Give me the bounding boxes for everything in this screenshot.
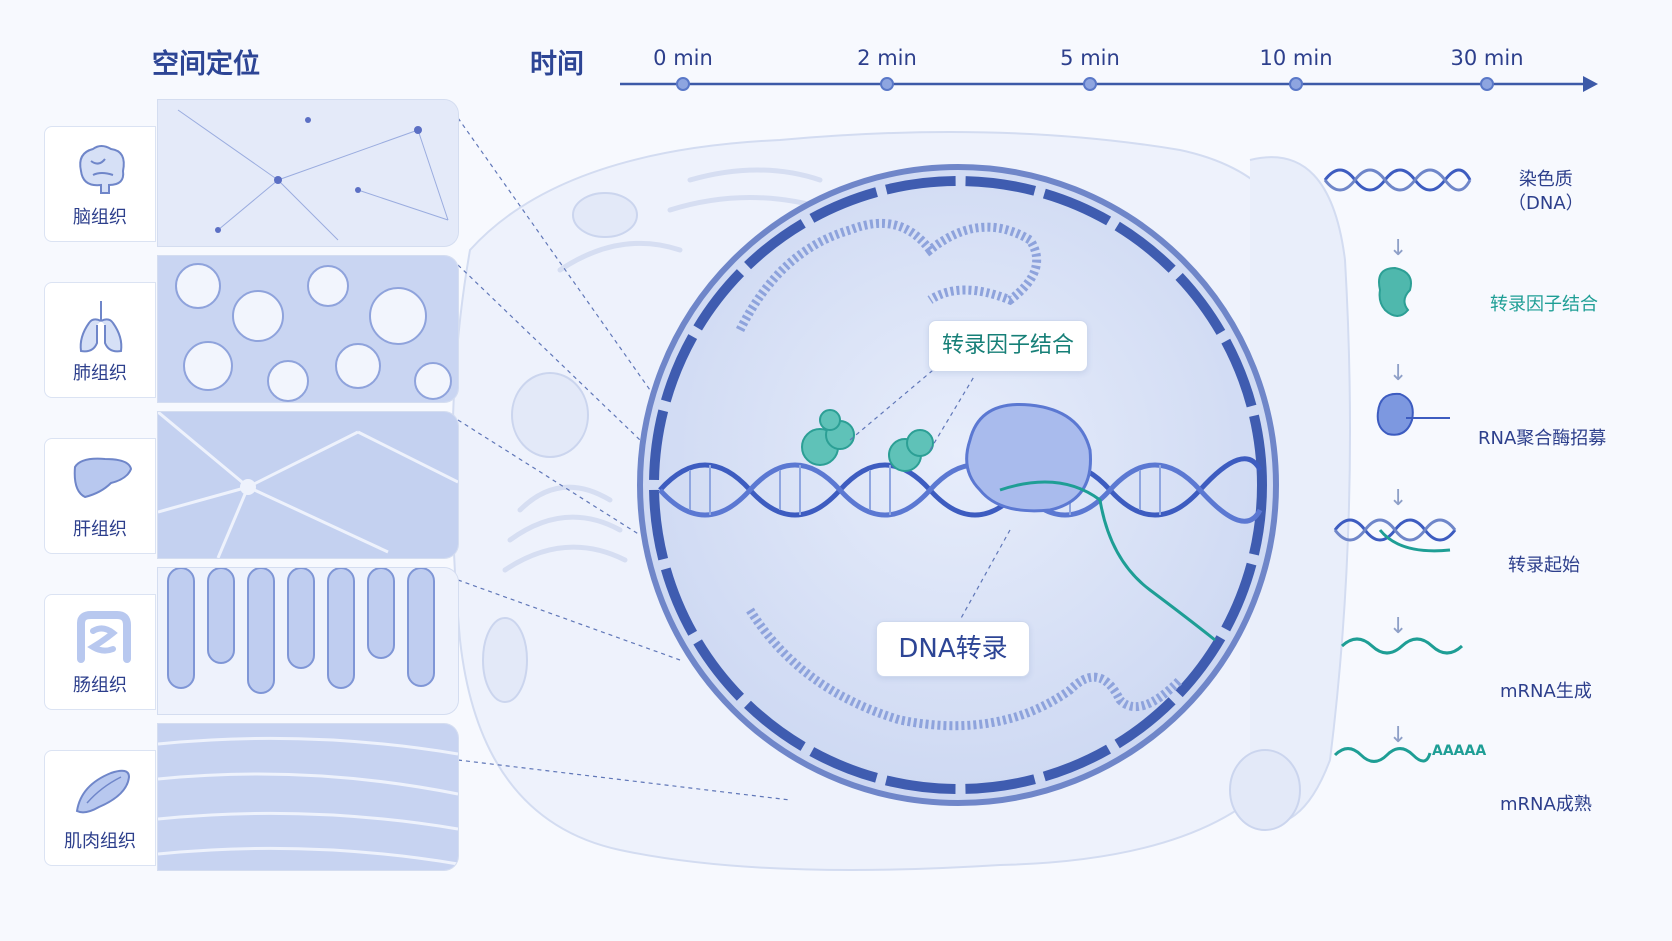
transcription-factor-icon — [1378, 266, 1412, 317]
tissue-card-liver: 肝组织 — [44, 438, 156, 554]
tissue-card-lung: 肺组织 — [44, 282, 156, 398]
tissue-card-intestine: 肠组织 — [44, 594, 156, 710]
step-mrna-label: mRNA生成 — [1500, 681, 1592, 702]
timeline-tick-3: 10 min — [1259, 46, 1333, 70]
flow-arrow: ↓ — [1389, 361, 1408, 386]
timeline-dot — [1083, 77, 1097, 91]
mrna-icon — [1340, 637, 1464, 655]
step-mature-label: mRNA成熟 — [1500, 794, 1592, 815]
nucleus — [637, 164, 1279, 806]
poly-a-tail: AAAAA — [1432, 743, 1487, 759]
timeline-tick-1: 2 min — [857, 46, 917, 70]
spatial-title: 空间定位 — [152, 49, 260, 80]
timeline-dot — [676, 77, 690, 91]
liver-icon — [73, 457, 133, 499]
muscle-icon — [75, 769, 131, 814]
tissue-card-brain: 脑组织 — [44, 126, 156, 242]
lungs-icon — [79, 301, 123, 353]
mitochondrion — [1229, 749, 1301, 831]
timeline-dot — [1480, 77, 1494, 91]
mature-mrna-icon — [1333, 747, 1432, 763]
flow-arrow: ↓ — [1389, 614, 1408, 639]
timeline-tick-2: 5 min — [1060, 46, 1120, 70]
rna-polymerase-icon — [1376, 392, 1450, 436]
tissue-label: 肌肉组织 — [64, 831, 136, 852]
mitochondrion — [572, 192, 638, 238]
tissue-label: 脑组织 — [73, 207, 127, 228]
dna-transcription-label: DNA转录 — [876, 621, 1030, 677]
nuclear-envelope — [649, 176, 1267, 794]
tissue-label: 肝组织 — [73, 519, 127, 540]
timeline-tick-4: 30 min — [1450, 46, 1524, 70]
step-chromatin-label: 染色质 （DNA） — [1508, 169, 1584, 214]
mrna-strand — [999, 480, 1216, 642]
tf-binding-label: 转录因子结合 — [928, 320, 1088, 372]
timeline-dot — [880, 77, 894, 91]
intestine-tissue-image — [158, 568, 458, 714]
tissue-label: 肠组织 — [73, 675, 127, 696]
timeline-tick-0: 0 min — [653, 46, 713, 70]
timeline-title: 时间 — [530, 49, 584, 80]
rna-polymerase — [965, 402, 1092, 513]
dna-helix-icon — [1323, 168, 1472, 192]
step-tf-binding-label: 转录因子结合 — [1490, 294, 1598, 315]
flow-arrow: ↓ — [1389, 486, 1408, 511]
flow-arrow: ↓ — [1389, 723, 1408, 748]
step-initiation-label: 转录起始 — [1508, 555, 1580, 576]
process-icons — [1323, 168, 1472, 763]
chromatin — [746, 607, 1184, 731]
timeline-dot — [1289, 77, 1303, 91]
tissue-label: 肺组织 — [73, 363, 127, 384]
step-polymerase-label: RNA聚合酶招募 — [1478, 428, 1607, 449]
chromatin — [735, 218, 1042, 333]
flow-arrow: ↓ — [1389, 236, 1408, 261]
mitochondrion — [511, 372, 589, 458]
tissue-card-muscle: 肌肉组织 — [44, 750, 156, 866]
liver-tissue-image — [158, 412, 458, 558]
intestine-icon — [77, 611, 131, 663]
mitochondrion — [482, 617, 528, 703]
brain-icon — [79, 145, 125, 194]
transcription-factor — [801, 409, 934, 472]
lung-tissue-image — [158, 256, 458, 402]
transcription-start-icon — [1333, 518, 1457, 553]
timeline-axis — [620, 76, 1598, 92]
muscle-tissue-image — [158, 724, 458, 870]
brain-tissue-image — [158, 100, 458, 246]
